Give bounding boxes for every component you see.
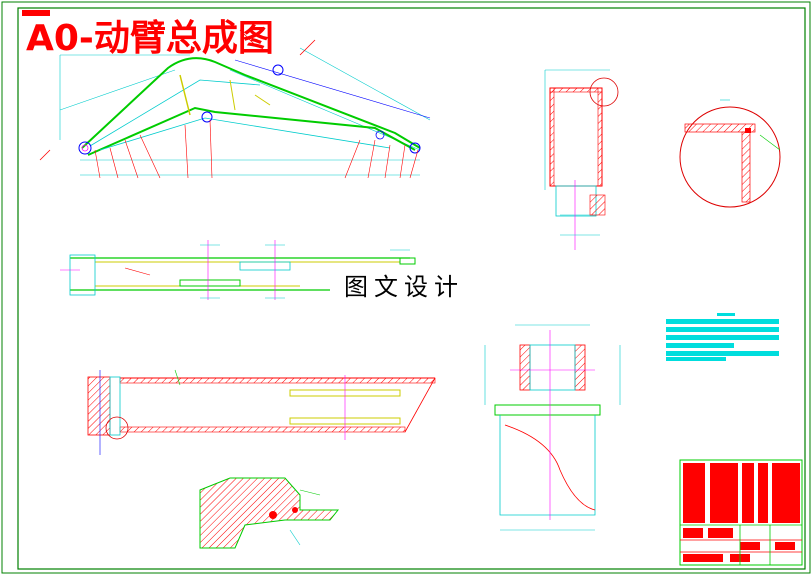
top-left-tag — [22, 10, 50, 16]
boom-elevation-view — [39, 29, 431, 179]
detail-circle-top-right — [679, 99, 781, 208]
section-top-right — [544, 69, 619, 250]
section-long-view — [87, 369, 436, 455]
detail-profile-bottom — [199, 477, 340, 549]
watermark: 图文设计 — [344, 273, 464, 301]
section-bottom-middle — [484, 324, 621, 531]
watermark-bg — [330, 268, 478, 302]
technical-notes — [666, 313, 779, 361]
title-block — [679, 459, 803, 566]
boom-top-view — [60, 240, 416, 300]
inner-frame — [17, 7, 806, 570]
drawing-title: A0-动臂总成图 — [26, 18, 274, 59]
